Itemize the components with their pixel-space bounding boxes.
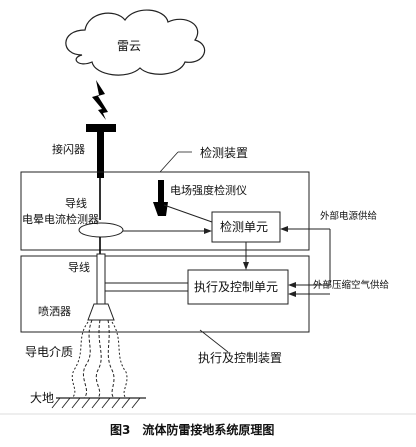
label-halo-detector: 电晕电流检测器: [22, 213, 99, 226]
cloud-shape: [65, 9, 206, 76]
label-ground: 大地: [30, 391, 55, 405]
conductive-stream-5: [111, 321, 128, 399]
conductive-stream-2: [95, 319, 102, 399]
conductive-stream-4: [71, 321, 89, 399]
sprayer-nozzle-icon: [87, 303, 115, 321]
detection-unit-box: [211, 211, 281, 243]
air-terminal-stem: [97, 130, 104, 178]
exec-control-unit-box: [187, 269, 289, 305]
label-detection-unit: 检测单元: [220, 220, 269, 234]
halo-detector-ellipse: [78, 222, 124, 238]
label-air-terminal: 接闪器: [52, 143, 85, 156]
label-field-meter: 电场强度检测仪: [170, 184, 247, 197]
label-external-power: 外部电源供给: [320, 211, 378, 222]
label-thundercloud: 雷云: [117, 39, 142, 53]
label-wire-upper: 导线: [65, 197, 87, 210]
label-external-air: 外部压缩空气供给: [313, 280, 390, 291]
label-sprayer: 喷洒器: [38, 305, 71, 318]
label-conductive-medium: 导电介质: [25, 345, 74, 359]
label-wire-lower: 导线: [68, 261, 90, 274]
conductive-stream-1: [82, 319, 93, 399]
label-exec-control-unit: 执行及控制单元: [194, 280, 279, 294]
label-detection-device: 检测装置: [200, 146, 249, 160]
sprayer-pipe: [96, 253, 106, 305]
figure-caption: 图3 流体防雷接地系统原理图: [110, 423, 275, 437]
field-meter-icon: [158, 180, 164, 202]
air-terminal-crossbar: [86, 124, 116, 132]
conductive-stream-3: [107, 319, 115, 399]
label-exec-control-device: 执行及控制装置: [198, 351, 283, 365]
lightning-bolt-icon: [92, 80, 108, 120]
detection-device-box: [20, 171, 310, 251]
